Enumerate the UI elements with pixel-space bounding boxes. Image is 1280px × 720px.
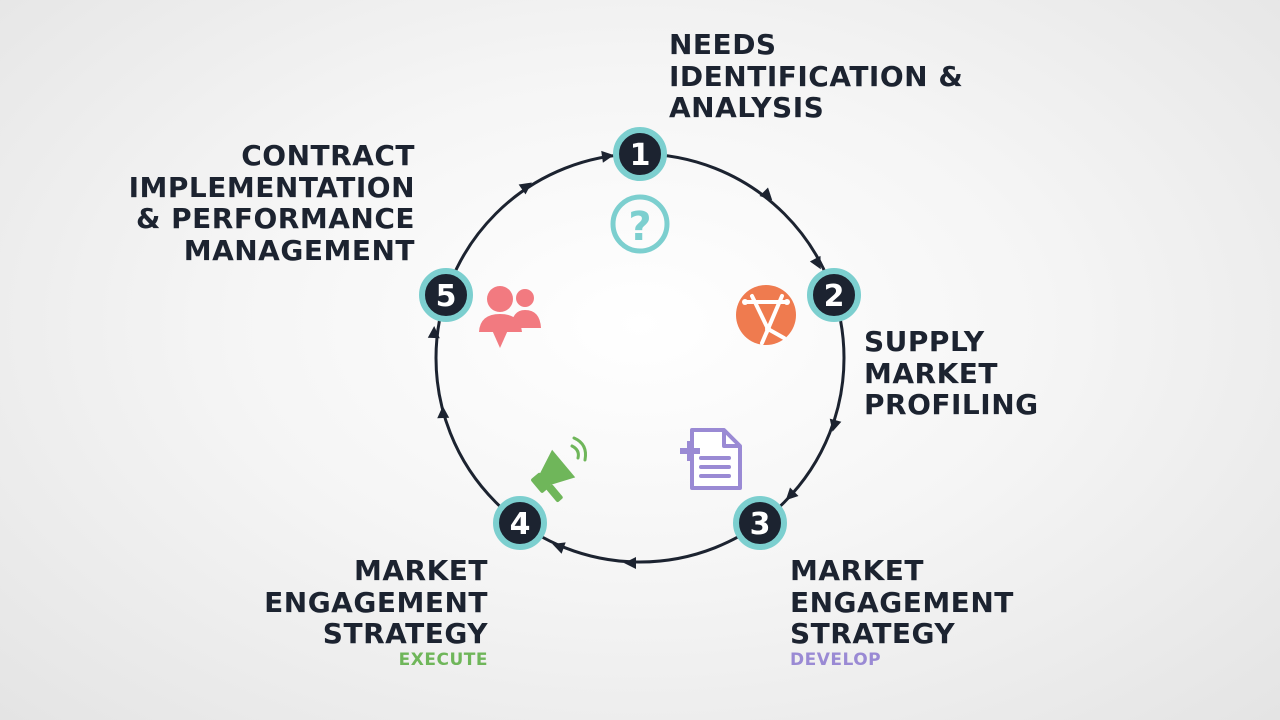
arrow-marker: [427, 326, 440, 339]
stage-badge-2: 2: [807, 268, 861, 322]
stage-3-title-line: STRATEGY: [790, 617, 956, 650]
stage-3-subtitle: DEVELOP: [790, 649, 882, 670]
stage-4-subtitle: EXECUTE: [398, 649, 488, 670]
stage-1-title-line: NEEDS: [669, 28, 777, 61]
stage-5-title-line: & PERFORMANCE: [135, 202, 415, 235]
stage-4-label: MARKET ENGAGEMENT STRATEGY EXECUTE: [264, 555, 488, 670]
megaphone-icon: [531, 436, 587, 502]
stage-4-title-line: STRATEGY: [322, 617, 488, 650]
stage-3-label: MARKET ENGAGEMENT STRATEGY DEVELOP: [790, 555, 1014, 670]
stage-number-4: 4: [510, 507, 531, 542]
stage-5-title-line: CONTRACT: [241, 139, 415, 172]
stage-5-title-line: MANAGEMENT: [183, 233, 415, 267]
svg-text:?: ?: [628, 204, 651, 250]
stage-number-5: 5: [436, 279, 457, 314]
stage-3-title-line: ENGAGEMENT: [790, 585, 1014, 619]
people-icon: [479, 286, 541, 348]
add-document-icon: [680, 428, 742, 490]
stage-badge-4: 4: [493, 496, 547, 550]
stage-1-title-line: IDENTIFICATION &: [669, 59, 964, 93]
stage-1-label: NEEDS IDENTIFICATION & ANALYSIS: [669, 29, 963, 124]
stage-number-1: 1: [630, 138, 651, 173]
arrow-marker: [829, 418, 842, 432]
stage-1-title-line: ANALYSIS: [669, 91, 825, 124]
arrow-marker: [624, 557, 636, 569]
arrow-marker: [601, 150, 614, 163]
stage-4-title-line: MARKET: [353, 554, 488, 587]
stage-5-label: CONTRACT IMPLEMENTATION & PERFORMANCE MA…: [129, 140, 415, 266]
arrow-marker: [518, 182, 532, 195]
stage-5-title-line: IMPLEMENTATION: [128, 170, 415, 204]
stage-number-2: 2: [824, 279, 845, 314]
arrow-marker: [759, 187, 773, 201]
stage-badge-3: 3: [733, 496, 787, 550]
stage-badge-1: 1: [613, 127, 667, 181]
stage-number-3: 3: [750, 507, 771, 542]
stage-2-title-line: MARKET: [864, 356, 999, 390]
arrow-marker: [437, 406, 450, 419]
stage-2-label: SUPPLY MARKET PROFILING: [864, 326, 1039, 421]
cycle-arrows: [427, 150, 842, 569]
stage-2-title-line: SUPPLY: [864, 325, 985, 358]
stage-badge-5: 5: [419, 268, 473, 322]
arrow-marker: [552, 542, 566, 554]
arrow-marker: [809, 255, 821, 270]
stage-2-title-line: PROFILING: [864, 388, 1039, 421]
stage-4-title-line: ENGAGEMENT: [264, 585, 488, 619]
question-mark-icon: ?: [610, 194, 670, 254]
globe-network-icon: [736, 285, 796, 345]
stage-3-title-line: MARKET: [790, 554, 925, 587]
